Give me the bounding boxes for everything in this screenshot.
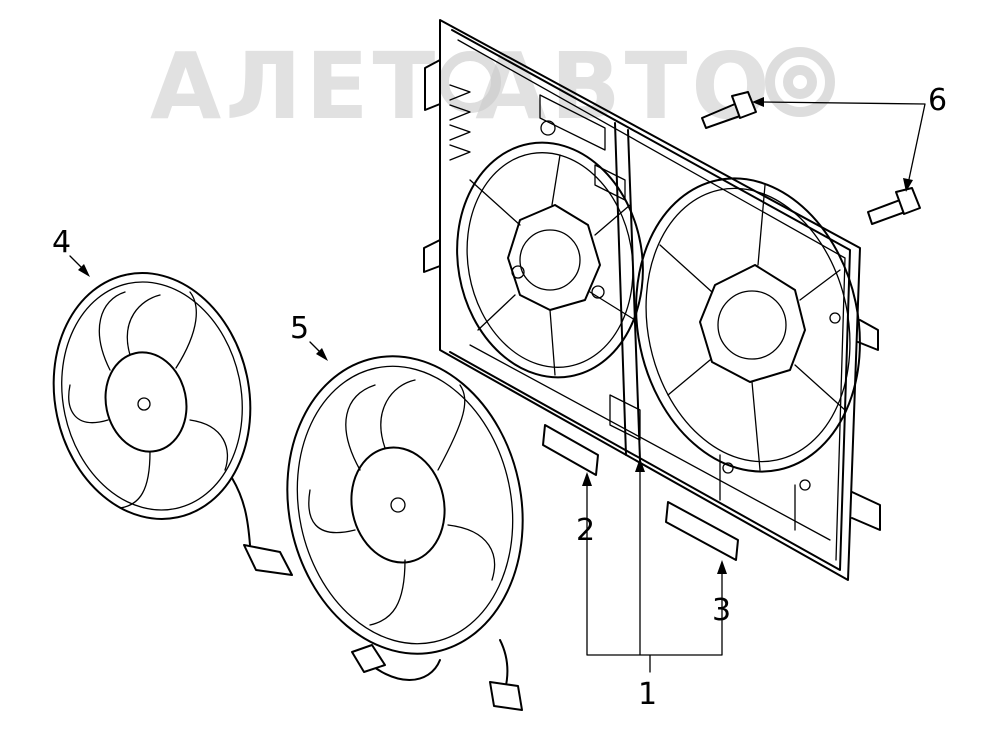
callout-3: 3	[712, 593, 731, 628]
watermark-logo: АЛЕТ АВТО	[150, 33, 774, 140]
watermark-gear-icon	[439, 47, 835, 117]
bolt-upper	[701, 91, 757, 129]
leader-lines	[69, 97, 926, 673]
cooling-fan-right	[286, 355, 524, 711]
callout-4: 4	[52, 225, 71, 260]
callout-5: 5	[290, 311, 309, 346]
callout-6: 6	[928, 83, 947, 118]
foam-pad-3	[665, 501, 739, 561]
callout-1: 1	[638, 677, 657, 712]
cooling-fan-left	[52, 272, 293, 576]
callout-2: 2	[576, 513, 595, 548]
fan-shroud	[423, 19, 881, 581]
bolt-lower	[867, 187, 921, 225]
foam-pad-2	[542, 424, 599, 476]
